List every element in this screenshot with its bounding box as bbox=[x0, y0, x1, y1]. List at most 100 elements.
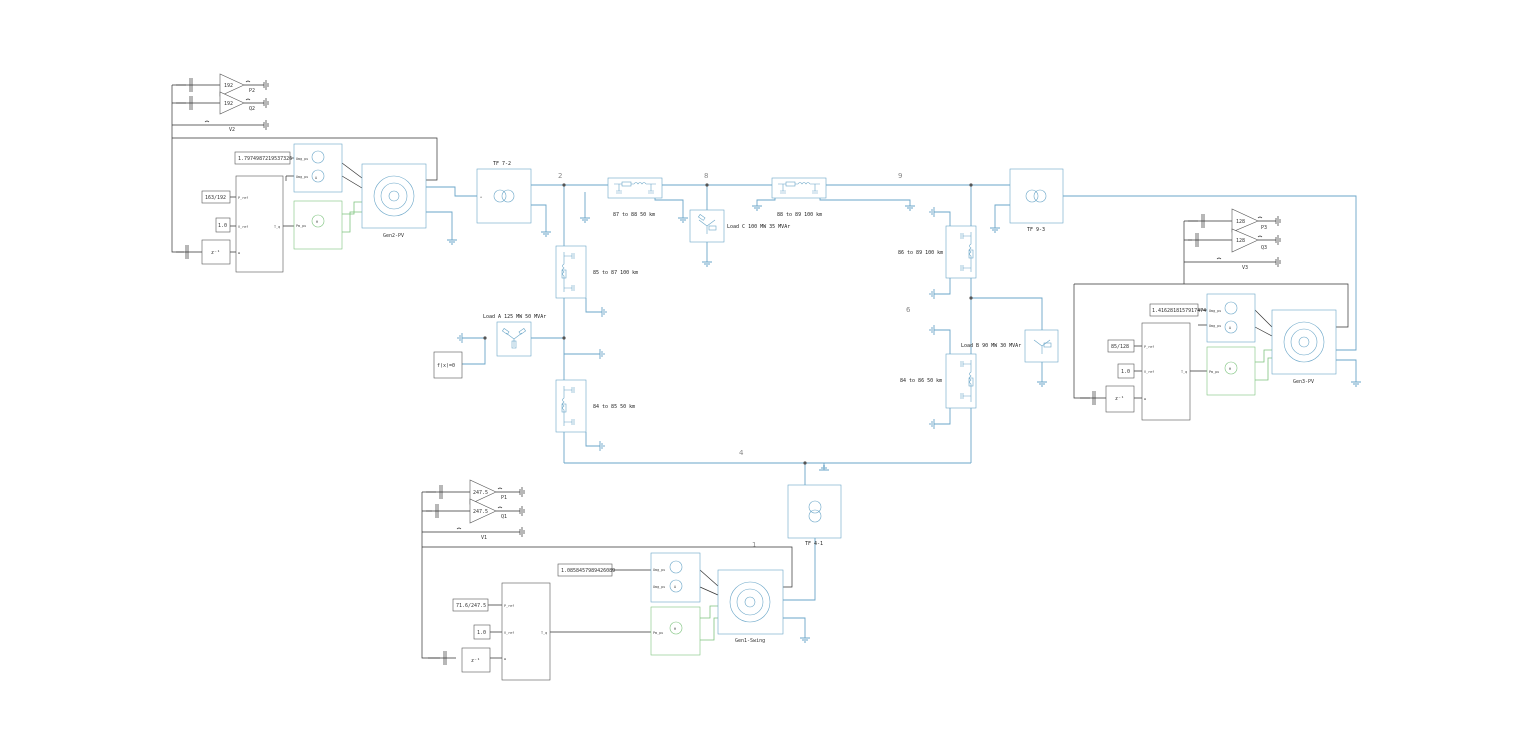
gen2-machine-block[interactable] bbox=[361, 163, 427, 229]
tf-7-2-block[interactable]: + TF 7-2 bbox=[476, 161, 532, 224]
gen1-gain-q[interactable] bbox=[469, 498, 497, 524]
svg-text:1.0: 1.0 bbox=[477, 630, 486, 636]
gen1-source-block[interactable] bbox=[650, 552, 701, 603]
line-88-89-label: 88 to 89 100 km bbox=[777, 212, 822, 218]
node-label-6: 6 bbox=[906, 306, 911, 314]
line-85-87-label: 85 to 87 100 km bbox=[593, 270, 638, 276]
tf-4-1-label: TF 4-1 bbox=[805, 541, 823, 547]
svg-text:247.5: 247.5 bbox=[473, 490, 488, 496]
line-88-89-block[interactable]: 88 to 89 100 km bbox=[771, 177, 827, 218]
gen1-controller-block[interactable] bbox=[501, 582, 551, 681]
svg-text:A: A bbox=[674, 585, 676, 589]
gen2-source-block[interactable] bbox=[293, 143, 343, 193]
gen3-source-block[interactable] bbox=[1206, 293, 1256, 343]
load-a-block[interactable]: Load A 125 MW 50 MVAr bbox=[483, 314, 546, 357]
line-85-87-block[interactable]: 85 to 87 100 km bbox=[555, 245, 638, 299]
gen1-omega-constant[interactable] bbox=[557, 563, 613, 577]
svg-text:z⁻¹: z⁻¹ bbox=[211, 250, 220, 256]
svg-text:128: 128 bbox=[1236, 238, 1245, 244]
gen1-p-label: P1 bbox=[501, 495, 507, 501]
line-84-85-block[interactable]: 84 to 85 50 km bbox=[555, 379, 635, 433]
svg-text:H: H bbox=[316, 220, 318, 224]
ground-symbols bbox=[447, 205, 1361, 643]
gen2-subsystem: 192 192 P2 Q2 V2 1.7974987219537326 P_re… bbox=[171, 73, 438, 273]
svg-text:Pm_pu: Pm_pu bbox=[653, 631, 663, 635]
gen1-vref-input[interactable] bbox=[473, 624, 491, 640]
gen3-mech-source[interactable] bbox=[1206, 346, 1256, 396]
svg-text:T_q: T_q bbox=[274, 225, 280, 229]
gen1-machine-block[interactable] bbox=[717, 569, 784, 635]
svg-text:ω: ω bbox=[504, 657, 506, 661]
line-87-88-block[interactable]: 87 to 88 50 km bbox=[607, 177, 663, 218]
svg-text:1.0: 1.0 bbox=[218, 223, 227, 229]
gen1-gain-p[interactable] bbox=[469, 479, 497, 505]
solver-config-label: f(x)=0 bbox=[437, 363, 455, 369]
svg-text:1.0858457989426089: 1.0858457989426089 bbox=[561, 568, 615, 574]
gen2-mech-source[interactable] bbox=[293, 200, 343, 250]
svg-text:1.0: 1.0 bbox=[1121, 369, 1130, 375]
svg-text:A: A bbox=[315, 176, 317, 180]
gen1-mech-source[interactable] bbox=[650, 606, 701, 656]
gen3-machine-block[interactable] bbox=[1271, 309, 1337, 375]
svg-text:V_ref: V_ref bbox=[238, 225, 248, 229]
tf-9-3-label: TF 9-3 bbox=[1027, 227, 1045, 233]
gen2-gain-p[interactable] bbox=[219, 73, 245, 97]
network-wires bbox=[426, 184, 1357, 638]
gen3-unit-delay[interactable] bbox=[1105, 385, 1135, 413]
gen3-v-label: V3 bbox=[1242, 265, 1248, 271]
gen1-unit-delay[interactable] bbox=[461, 647, 491, 673]
gen3-name-label: Gen3-PV bbox=[1293, 379, 1314, 385]
svg-text:+: + bbox=[480, 195, 482, 199]
line-86-89-block[interactable]: 86 to 89 100 km bbox=[898, 225, 977, 279]
line-84-85-label: 84 to 85 50 km bbox=[593, 404, 635, 410]
gen3-vref-input[interactable] bbox=[1117, 363, 1135, 379]
gen1-subsystem: 247.5 247.5 P1 Q1 V1 1.0858457989426089 … bbox=[421, 479, 793, 681]
line-87-88-label: 87 to 88 50 km bbox=[613, 212, 655, 218]
svg-text:ω: ω bbox=[1144, 397, 1146, 401]
gen3-gain-q[interactable] bbox=[1231, 228, 1259, 253]
svg-text:Omg_pu: Omg_pu bbox=[296, 157, 308, 161]
svg-text:192: 192 bbox=[224, 101, 233, 107]
gen2-q-label: Q2 bbox=[249, 106, 255, 112]
svg-text:163/192: 163/192 bbox=[205, 195, 226, 201]
svg-text:A: A bbox=[1229, 326, 1231, 330]
gen3-controller-block[interactable] bbox=[1141, 322, 1191, 421]
svg-text:H: H bbox=[1229, 367, 1231, 371]
gen2-p-label: P2 bbox=[249, 88, 255, 94]
gen2-controller-block[interactable] bbox=[235, 175, 284, 273]
gen2-v-label: V2 bbox=[229, 127, 235, 133]
svg-text:71.6/247.5: 71.6/247.5 bbox=[456, 603, 486, 609]
gen3-pref-input[interactable] bbox=[1107, 339, 1135, 353]
tf-4-1-block[interactable]: TF 4-1 bbox=[787, 484, 842, 547]
gen2-pref-input[interactable] bbox=[201, 190, 231, 204]
gen2-gain-q[interactable] bbox=[219, 91, 245, 115]
junction-dots bbox=[483, 183, 973, 465]
svg-text:128: 128 bbox=[1236, 219, 1245, 225]
node-label-8: 8 bbox=[704, 172, 708, 180]
bus-node-labels: 2 8 9 6 4 1 bbox=[558, 172, 911, 549]
solver-config-block[interactable]: f(x)=0 bbox=[433, 351, 463, 379]
gen3-gain-p[interactable] bbox=[1231, 208, 1259, 233]
gen2-omega-constant[interactable] bbox=[234, 151, 291, 165]
svg-text:T_q: T_q bbox=[1181, 370, 1187, 374]
svg-text:1.4162818157917474: 1.4162818157917474 bbox=[1152, 308, 1206, 314]
load-b-block[interactable]: Load B 90 MW 30 MVAr bbox=[961, 329, 1059, 363]
svg-text:T_q: T_q bbox=[541, 631, 547, 635]
gen2-unit-delay[interactable] bbox=[201, 239, 231, 265]
svg-text:P_ref: P_ref bbox=[1144, 345, 1154, 349]
gen2-name-label: Gen2-PV bbox=[383, 233, 404, 239]
gen1-pref-input[interactable] bbox=[452, 598, 489, 612]
svg-text:V_ref: V_ref bbox=[1144, 370, 1154, 374]
tf-9-3-block[interactable]: TF 9-3 bbox=[1009, 168, 1064, 233]
gen2-vref-input[interactable] bbox=[215, 217, 231, 233]
svg-text:192: 192 bbox=[224, 83, 233, 89]
gen3-omega-constant[interactable] bbox=[1149, 303, 1199, 317]
gen1-v-label: V1 bbox=[481, 535, 487, 541]
line-84-86-block[interactable]: 84 to 86 50 km bbox=[900, 353, 977, 409]
svg-text:Omg_pu: Omg_pu bbox=[653, 585, 665, 589]
tf-7-2-label: TF 7-2 bbox=[493, 161, 511, 167]
load-c-block[interactable]: Load C 100 MW 35 MVAr bbox=[689, 209, 790, 243]
svg-text:z⁻¹: z⁻¹ bbox=[471, 658, 480, 664]
gen3-p-label: P3 bbox=[1261, 225, 1267, 231]
